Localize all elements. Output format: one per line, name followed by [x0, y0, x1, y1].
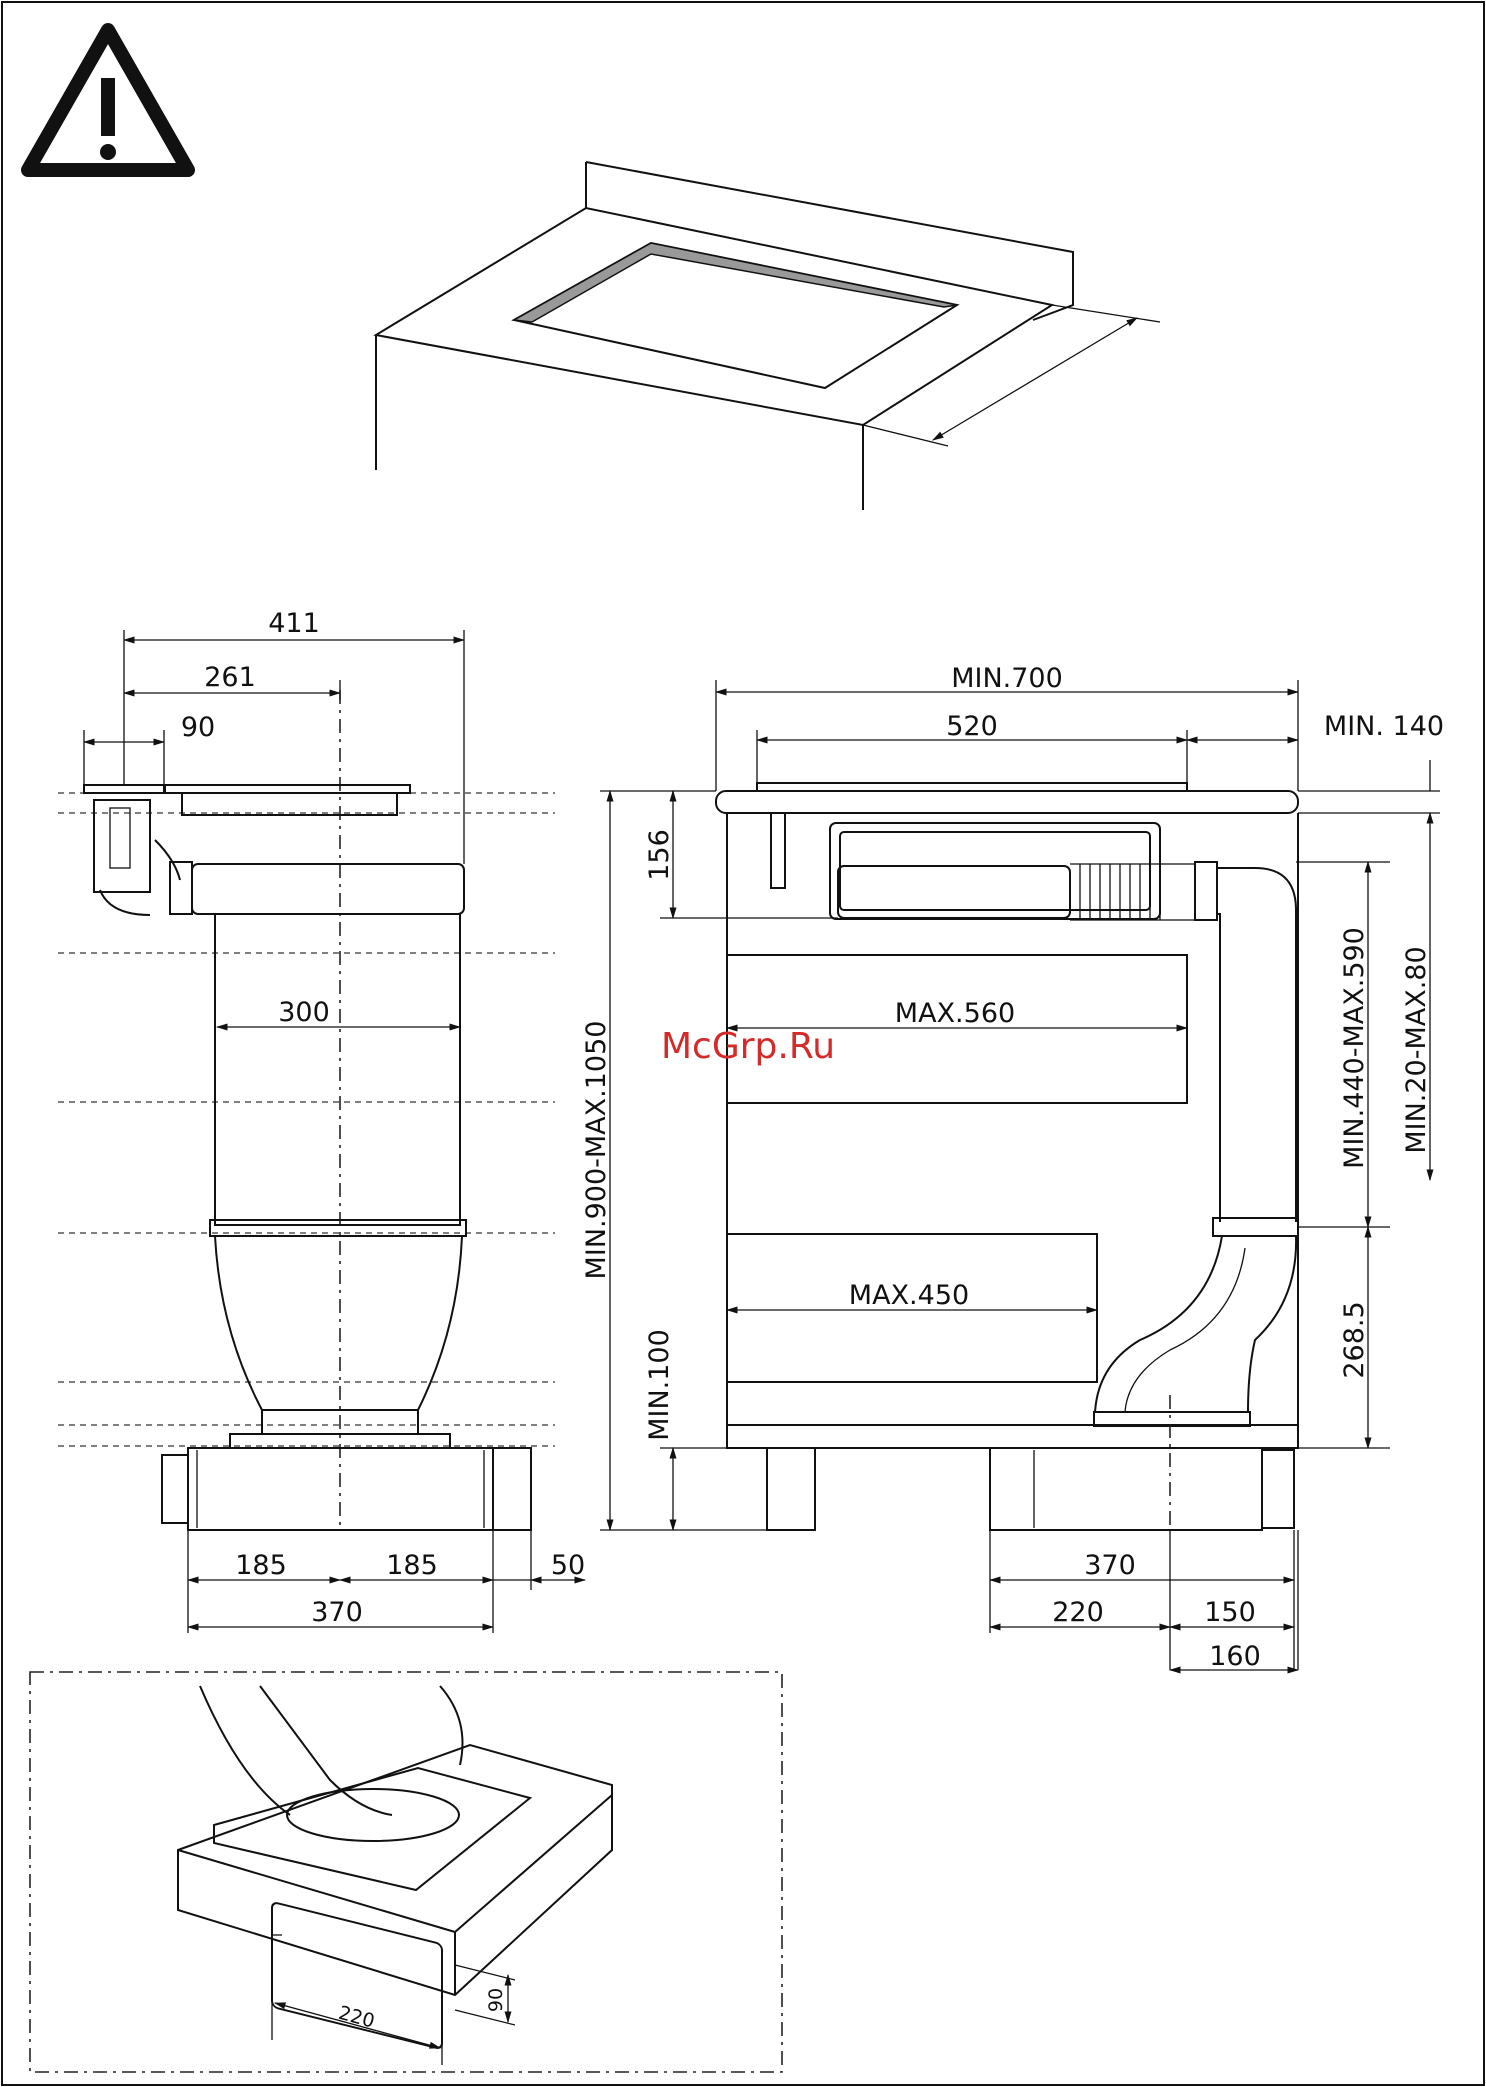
flex-hose	[1070, 864, 1195, 920]
front-view	[600, 680, 1440, 1670]
warning-triangle-icon	[28, 30, 188, 170]
dim-300: 300	[278, 997, 330, 1028]
dim-160: 160	[1209, 1641, 1261, 1672]
dim-min700: MIN.700	[951, 663, 1063, 694]
dim-261: 261	[204, 662, 256, 693]
dim-185-right: 185	[386, 1550, 438, 1581]
dim-max450: MAX.450	[849, 1280, 969, 1311]
dim-min440-max590: MIN.440-MAX.590	[1339, 927, 1370, 1169]
dim-370-side: 370	[311, 1597, 363, 1628]
dim-220-front: 220	[1052, 1597, 1104, 1628]
dim-220-detail: 220	[336, 2002, 377, 2033]
dim-max560: MAX.560	[895, 998, 1015, 1029]
dim-156: 156	[644, 829, 675, 881]
dim-90-detail: 90	[485, 1988, 507, 2012]
dim-520: 520	[946, 711, 998, 742]
dim-50: 50	[551, 1550, 585, 1581]
dim-90: 90	[181, 712, 215, 743]
dim-411: 411	[268, 608, 320, 639]
dim-268-5: 268.5	[1339, 1301, 1370, 1378]
dim-min900-max1050: MIN.900-MAX.1050	[581, 1021, 612, 1280]
dim-370-front: 370	[1084, 1550, 1136, 1581]
side-view-labels: 411 261 90 300 185 185 50 370	[181, 608, 585, 1628]
dim-min140: MIN. 140	[1324, 711, 1444, 742]
dim-185-left: 185	[235, 1550, 287, 1581]
watermark: McGrp.Ru	[661, 1026, 835, 1067]
dim-min20-max80: MIN.20-MAX.80	[1401, 946, 1432, 1153]
dim-min100: MIN.100	[644, 1329, 675, 1441]
front-view-labels: MIN.700 520 MIN. 140 MAX.560 MAX.450 156…	[581, 663, 1444, 1672]
detail-view	[30, 1672, 782, 2072]
detail-view-labels: 220 90	[336, 1988, 507, 2033]
countertop-isometric	[376, 162, 1160, 510]
dim-150: 150	[1204, 1597, 1256, 1628]
side-view	[58, 630, 585, 1633]
